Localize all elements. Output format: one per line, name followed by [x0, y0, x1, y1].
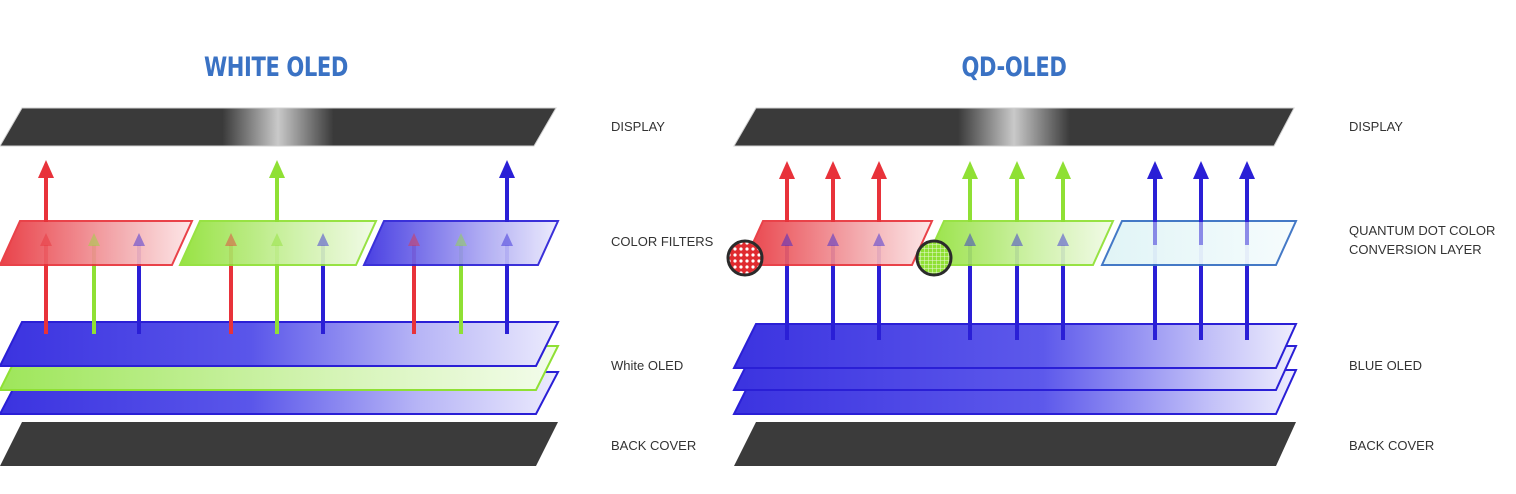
- qd-oled-title: QD-OLED: [961, 52, 1067, 83]
- red-color-filter: [0, 220, 194, 266]
- display-layer-left: [0, 107, 557, 147]
- red-quantum-dot-magnifier-icon: [726, 239, 764, 277]
- output-light-arrows: [779, 161, 1255, 222]
- back-cover-layer-left: [0, 422, 558, 466]
- white-oled-title: WHITE OLED: [203, 52, 349, 83]
- label-back-cover-right: BACK COVER: [1349, 438, 1435, 453]
- transmitted-light-arrows: [38, 160, 515, 222]
- label-color-filters: COLOR FILTERS: [611, 234, 714, 249]
- white-oled-stack: [0, 107, 560, 466]
- label-display-left: DISPLAY: [611, 119, 665, 134]
- label-qd-conversion-line2: CONVERSION LAYER: [1349, 242, 1482, 257]
- green-color-filter: [178, 220, 378, 266]
- label-qd-conversion-line1: QUANTUM DOT COLOR: [1349, 223, 1496, 238]
- green-quantum-dot-magnifier-icon: [915, 239, 953, 277]
- qd-oled-stack: [726, 107, 1298, 466]
- back-cover-layer-right: [734, 422, 1296, 466]
- label-back-cover-left: BACK COVER: [611, 438, 697, 453]
- filtered-arrow-heads: [40, 233, 513, 246]
- blue-passthrough-rays: [1153, 222, 1249, 245]
- label-white-oled: White OLED: [611, 358, 684, 373]
- display-layer-right: [733, 107, 1295, 147]
- blue-color-filter: [362, 220, 560, 266]
- label-blue-oled: BLUE OLED: [1349, 358, 1422, 373]
- label-display-right: DISPLAY: [1349, 119, 1403, 134]
- converted-arrow-heads: [781, 233, 1069, 246]
